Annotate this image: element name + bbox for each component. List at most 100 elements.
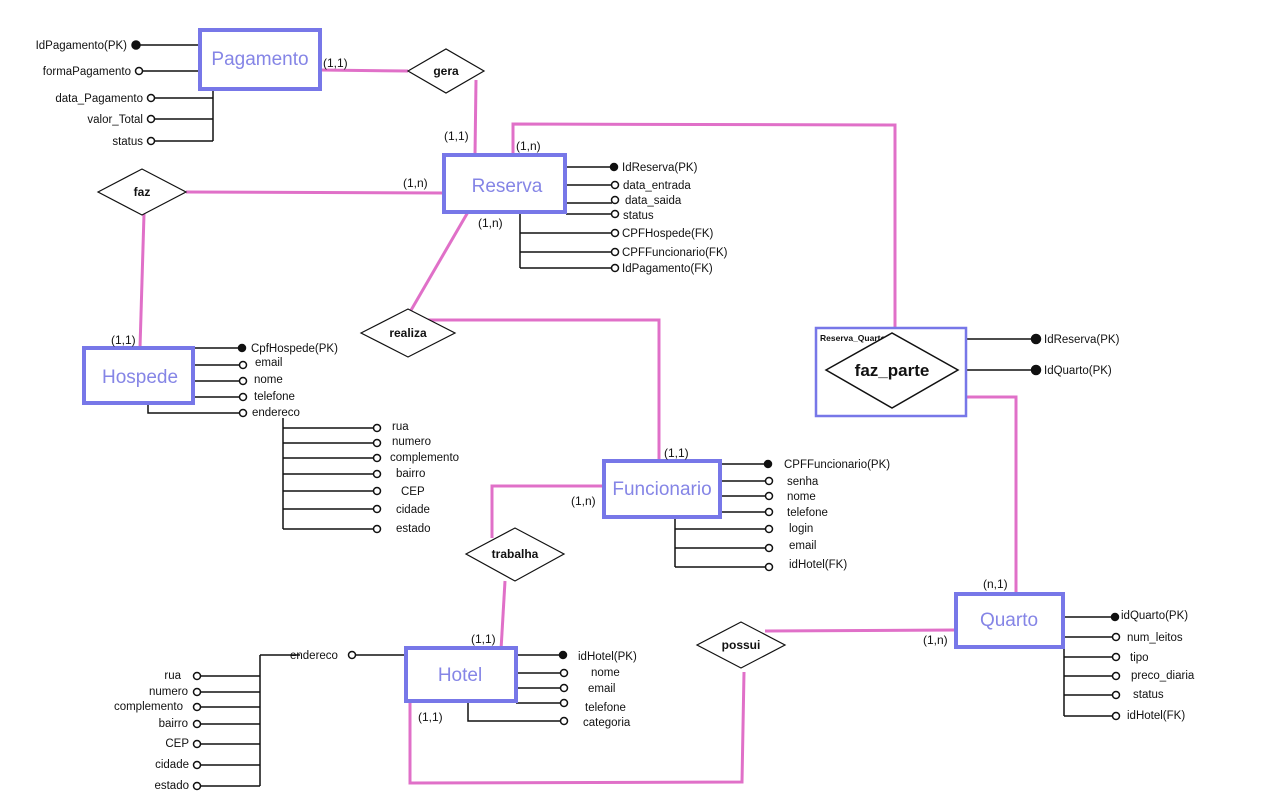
relationship-trabalha[interactable]: trabalha	[464, 527, 566, 582]
attribute-label: nome	[254, 374, 283, 386]
attribute-label: rua	[164, 670, 181, 682]
attributes-reserva: IdReserva(PK) data_entrada data_saida st…	[622, 162, 728, 275]
attribute-label: data_entrada	[623, 180, 691, 192]
relationship-label: faz	[134, 185, 151, 199]
attributes-hotel: idHotel(PK) nome email telefone categori…	[114, 650, 637, 792]
entity-pagamento[interactable]: Pagamento	[198, 28, 322, 91]
associative-label: Reserva_Quarto	[820, 333, 886, 343]
attribute-label: telefone	[585, 702, 626, 714]
associative-entity-reserva-quarto[interactable]: Reserva_Quarto faz_parte	[814, 326, 968, 418]
attributes-pagamento: IdPagamento(PK) formaPagamento data_Paga…	[36, 40, 144, 148]
attribute-label: CpfHospede(PK)	[251, 343, 338, 355]
line-reserva-fazparte	[511, 122, 897, 330]
pk-dot	[1030, 364, 1042, 376]
attribute-label: status	[623, 210, 654, 222]
attribute-label: IdReserva(PK)	[1044, 334, 1120, 346]
pk-dot	[609, 162, 619, 172]
attribute-label: email	[588, 683, 615, 695]
attribute-label: idQuarto(PK)	[1121, 610, 1188, 622]
cardinality: (1,1)	[418, 710, 443, 724]
relationship-label: trabalha	[492, 547, 539, 561]
relationship-label: gera	[433, 64, 459, 78]
relationship-label: realiza	[389, 326, 427, 340]
line-pagamento-gera	[319, 68, 409, 73]
entity-funcionario[interactable]: Funcionario	[602, 459, 722, 519]
cardinality: (1,1)	[111, 333, 136, 347]
pk-dot	[237, 343, 247, 353]
attribute-label: CPFFuncionario(FK)	[622, 247, 728, 259]
entity-hospede[interactable]: Hospede	[82, 346, 195, 405]
attribute-label: cidade	[396, 504, 430, 516]
entity-label: Quarto	[980, 610, 1038, 631]
attribute-label: IdPagamento(PK)	[36, 40, 128, 52]
attribute-label: CPFFuncionario(PK)	[784, 459, 890, 471]
attribute-label: CEP	[165, 738, 189, 750]
relationship-possui[interactable]: possui	[695, 621, 787, 669]
attribute-markers	[131, 40, 1121, 791]
attribute-lines	[140, 44, 1113, 787]
cardinality: (1,1)	[323, 56, 348, 70]
attribute-label: CEP	[401, 486, 425, 498]
relationship-faz[interactable]: faz	[96, 168, 188, 216]
attribute-label: rua	[392, 421, 409, 433]
attribute-label: IdReserva(PK)	[622, 162, 698, 174]
attribute-label: complemento	[114, 701, 183, 713]
attributes-hospede: CpfHospede(PK) email nome telefone ender…	[251, 343, 459, 535]
pk-dot	[558, 650, 568, 660]
attribute-label: bairro	[159, 718, 188, 730]
entity-label: Reserva	[472, 176, 543, 197]
entity-label: Hotel	[438, 665, 482, 686]
pk-dot	[763, 459, 773, 469]
attribute-label: endereco	[252, 407, 300, 419]
attribute-label: CPFHospede(FK)	[622, 228, 714, 240]
attribute-label: preco_diaria	[1131, 670, 1195, 682]
cardinality: (1,n)	[571, 494, 596, 508]
relationship-lines	[138, 68, 1018, 785]
pk-dot	[131, 40, 141, 50]
entity-label: Hospede	[102, 367, 178, 388]
line-faz-reserva	[185, 190, 445, 195]
attribute-label: idHotel(FK)	[1127, 710, 1185, 722]
entity-quarto[interactable]: Quarto	[954, 592, 1065, 649]
entity-hotel[interactable]: Hotel	[404, 646, 518, 703]
cardinality: (1,1)	[444, 129, 469, 143]
attribute-label: data_Pagamento	[55, 93, 143, 105]
cardinality: (1,n)	[403, 176, 428, 190]
pk-dot	[1110, 612, 1120, 622]
attribute-label: nome	[787, 491, 816, 503]
line-reserva-realiza	[408, 211, 470, 313]
entity-label: Pagamento	[211, 49, 308, 70]
attribute-label: formaPagamento	[43, 66, 131, 78]
cardinality: (1,n)	[516, 139, 541, 153]
attribute-label: email	[255, 357, 282, 369]
line-faz-hospede	[138, 213, 146, 349]
line-trabalha-hotel	[499, 580, 507, 651]
cardinality: (n,1)	[983, 577, 1008, 591]
relationship-realiza[interactable]: realiza	[359, 308, 457, 358]
relationship-label: possui	[722, 638, 761, 652]
relationship-label: faz_parte	[855, 361, 930, 380]
attribute-label: endereco	[290, 650, 338, 662]
attribute-label: idHotel(FK)	[789, 559, 847, 571]
cardinalities: (1,1) (1,1) (1,n) (1,n) (1,n) (1,1) (1,1…	[111, 56, 1008, 724]
cardinality: (1,1)	[664, 446, 689, 460]
attribute-label: email	[789, 540, 816, 552]
attribute-label: cidade	[155, 759, 189, 771]
attribute-label: numero	[149, 686, 188, 698]
attributes-faz-parte: IdReserva(PK) IdQuarto(PK)	[1044, 334, 1120, 377]
attribute-label: estado	[154, 780, 189, 792]
attribute-label: telefone	[787, 507, 828, 519]
attribute-label: num_leitos	[1127, 632, 1183, 644]
pk-dot	[1030, 333, 1042, 345]
attribute-label: nome	[591, 667, 620, 679]
line-gera-reserva	[473, 79, 478, 156]
attribute-label: estado	[396, 523, 431, 535]
attributes-quarto: idQuarto(PK) num_leitos tipo preco_diari…	[1121, 610, 1195, 722]
attribute-label: tipo	[1130, 652, 1149, 664]
cardinality: (1,1)	[471, 632, 496, 646]
cardinality: (1,n)	[923, 633, 948, 647]
attribute-label: senha	[787, 476, 819, 488]
relationship-gera[interactable]: gera	[406, 48, 486, 94]
entity-reserva[interactable]: Reserva	[442, 153, 567, 214]
